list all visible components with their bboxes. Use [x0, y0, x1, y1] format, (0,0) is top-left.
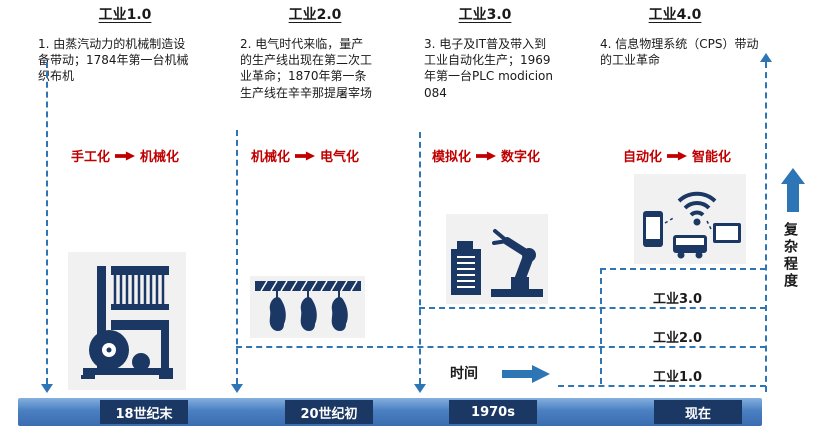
- production-line-icon: [254, 280, 361, 331]
- dashed-separator-2: [236, 130, 238, 384]
- transition-3-from-label: 模拟化: [431, 150, 471, 165]
- transition-4-to-label: 智能化: [692, 150, 732, 165]
- complexity-axis-line: [765, 62, 767, 392]
- stage-description-1: 1. 由蒸汽动力的机械制造设备带动；1784年第一台机械织布机: [38, 37, 189, 84]
- transition-1-to-label: 机械化: [140, 150, 180, 165]
- transition-2-to-label: 电气化: [320, 150, 360, 165]
- level-line-industry-2: [236, 346, 766, 348]
- stage-title-2: 工业2.0: [250, 4, 380, 24]
- stage-title-1: 工业1.0: [60, 4, 190, 24]
- timeline-era-badge-1: 18世纪末: [100, 400, 188, 424]
- transition-3: 模拟化 数字化: [420, 146, 552, 165]
- transition-2: 机械化 电气化: [238, 146, 372, 165]
- down-arrow-icon: [41, 384, 53, 393]
- level-label-industry-2: 工业2.0: [653, 331, 703, 346]
- up-arrow-icon: [781, 168, 805, 212]
- level-line-industry-4: [600, 268, 766, 270]
- stage-image-3: [446, 214, 548, 304]
- transition-4-from-label: 自动化: [622, 150, 662, 165]
- red-arrow-icon: [667, 150, 687, 161]
- stage-description-4: 4. 信息物理系统（CPS）带动的工业革命: [600, 37, 759, 68]
- level-label-industry-3: 工业3.0: [653, 292, 703, 307]
- transition-1: 手工化 机械化: [48, 146, 202, 165]
- right-arrow-icon: [502, 365, 550, 383]
- smart-devices-icon: [643, 191, 741, 259]
- stage-image-1: [68, 252, 186, 390]
- timeline-era-badge-4: 现在: [654, 400, 742, 424]
- stage-image-2: [250, 276, 365, 338]
- red-arrow-icon: [295, 150, 315, 161]
- stage-title-3: 工业3.0: [420, 4, 550, 24]
- up-arrowhead-icon: [760, 53, 772, 62]
- timeline-era-badge-3: 1970s: [449, 400, 537, 424]
- red-arrow-icon: [476, 150, 496, 161]
- level-line-industry-3: [419, 307, 766, 309]
- stage-title-3-text: 工业3.0: [458, 7, 512, 23]
- stage-image-4: [634, 174, 746, 264]
- transition-1-from-label: 手工化: [70, 150, 110, 165]
- dashed-separator-1: [46, 62, 48, 384]
- dashed-separator-3: [419, 132, 421, 384]
- stage-title-2-text: 工业2.0: [288, 7, 342, 23]
- transition-2-from-label: 机械化: [250, 150, 290, 165]
- down-arrow-icon: [414, 384, 426, 393]
- dashed-separator-4: [600, 268, 602, 384]
- stage-description-2: 2. 电气时代来临，量产的生产线出现在第二次工业革命；1870年第一条生产线在辛…: [240, 37, 373, 100]
- down-arrow-icon: [231, 384, 243, 393]
- loom-icon: [81, 266, 173, 379]
- level-label-industry-1: 工业1.0: [653, 370, 703, 385]
- stage-title-4-text: 工业4.0: [648, 7, 702, 23]
- timeline-era-badge-2: 20世纪初: [285, 400, 373, 424]
- stage-description-3: 3. 电子及IT普及带入到工业自动化生产；1969年第一台PLC modicio…: [424, 37, 553, 100]
- stage-title-1-text: 工业1.0: [98, 7, 152, 23]
- stage-title-4: 工业4.0: [608, 4, 742, 24]
- complexity-axis-label: 复杂程度: [782, 222, 798, 290]
- red-arrow-icon: [115, 150, 135, 161]
- time-axis-label: 时间: [450, 366, 478, 382]
- level-line-industry-1: [558, 385, 766, 387]
- transition-3-to-label: 数字化: [501, 150, 541, 165]
- robot-arm-icon: [451, 229, 543, 297]
- transition-4: 自动化 智能化: [610, 146, 744, 165]
